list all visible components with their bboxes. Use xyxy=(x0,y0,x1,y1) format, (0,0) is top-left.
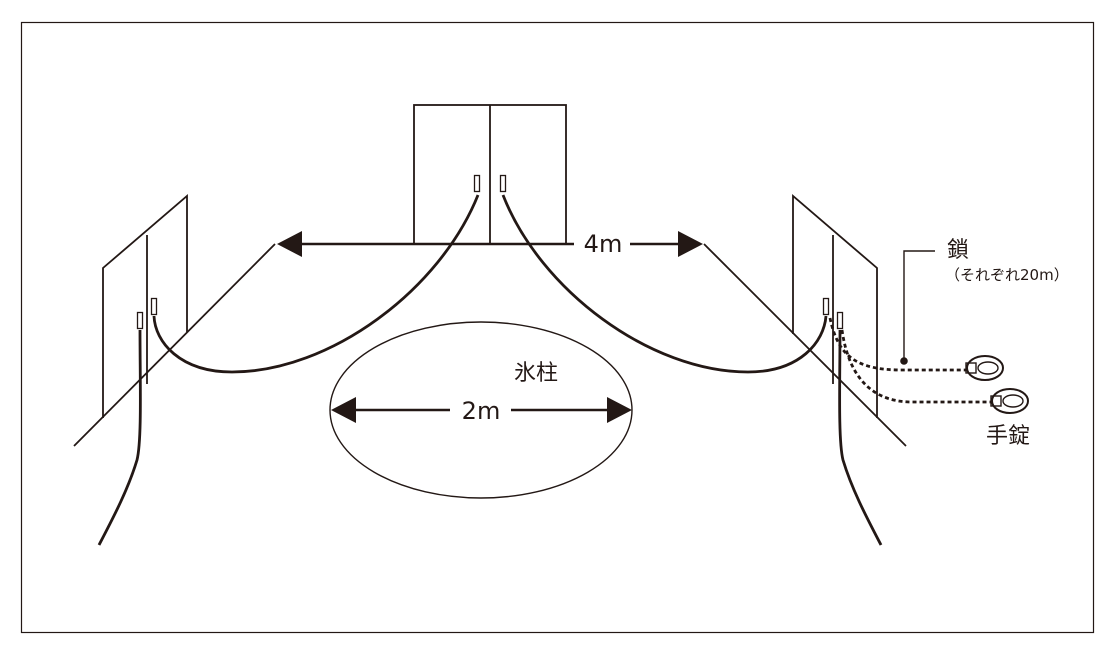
left-door-handle-2 xyxy=(150,297,158,316)
handcuff-upper-lock xyxy=(965,362,977,374)
handcuffs-label: 手錠 xyxy=(986,424,1030,449)
chains xyxy=(97,194,883,546)
chain-back-right xyxy=(501,194,828,374)
back-door-right-handle xyxy=(499,174,507,193)
handcuff-lower-ring xyxy=(991,388,1029,414)
ice-pillar-label: 氷柱 xyxy=(514,361,558,386)
dimension-2m-arrowhead-right xyxy=(607,397,632,423)
chain-left-floor xyxy=(97,329,142,546)
dimension-2m-label: 2m xyxy=(462,397,501,425)
chain-leader-line xyxy=(903,250,935,361)
dimension-4m-label: 4m xyxy=(584,230,623,258)
back-door xyxy=(413,104,567,245)
handcuff-upper-inner xyxy=(977,361,999,375)
chain-back-left xyxy=(152,194,480,374)
right-floor-edge xyxy=(703,243,907,447)
back-door-left-handle xyxy=(473,174,481,193)
dimension-4m-arrowhead-left xyxy=(277,231,302,257)
chain-to-handcuffs xyxy=(828,317,992,404)
right-door xyxy=(792,194,878,418)
handcuff-lower-lock xyxy=(990,395,1002,407)
chain-right-floor xyxy=(838,329,883,546)
ice-pillar: 氷柱 xyxy=(329,321,633,499)
right-door-handle-2 xyxy=(836,311,844,330)
handcuff-lower-inner xyxy=(1002,394,1024,408)
dimension-2m: 2m xyxy=(331,397,632,425)
diagram-frame xyxy=(20,21,1095,634)
left-door-handle-1 xyxy=(136,311,144,330)
left-floor-edge xyxy=(73,243,276,447)
right-door-handle-1 xyxy=(822,297,830,316)
handcuff-lower xyxy=(990,388,1029,414)
chain-callout: 鎖 （それぞれ20m） xyxy=(900,238,1069,365)
room-perspective-lines xyxy=(73,243,907,447)
dimension-2m-arrowhead-left xyxy=(331,397,356,423)
chain-label: 鎖 xyxy=(947,238,969,263)
dimension-4m: 4m xyxy=(277,230,703,258)
left-door-frame xyxy=(102,194,188,418)
right-door-frame xyxy=(792,194,878,418)
left-door xyxy=(102,194,188,418)
dotted-chain-lower xyxy=(840,329,992,404)
handcuff-upper-ring xyxy=(966,355,1004,381)
dimension-4m-arrowhead-right xyxy=(678,231,703,257)
handcuff-upper xyxy=(965,355,1004,381)
dotted-chain-upper xyxy=(828,317,967,372)
chain-length-note: （それぞれ20m） xyxy=(945,266,1069,284)
chain-leader-dot xyxy=(900,357,908,365)
